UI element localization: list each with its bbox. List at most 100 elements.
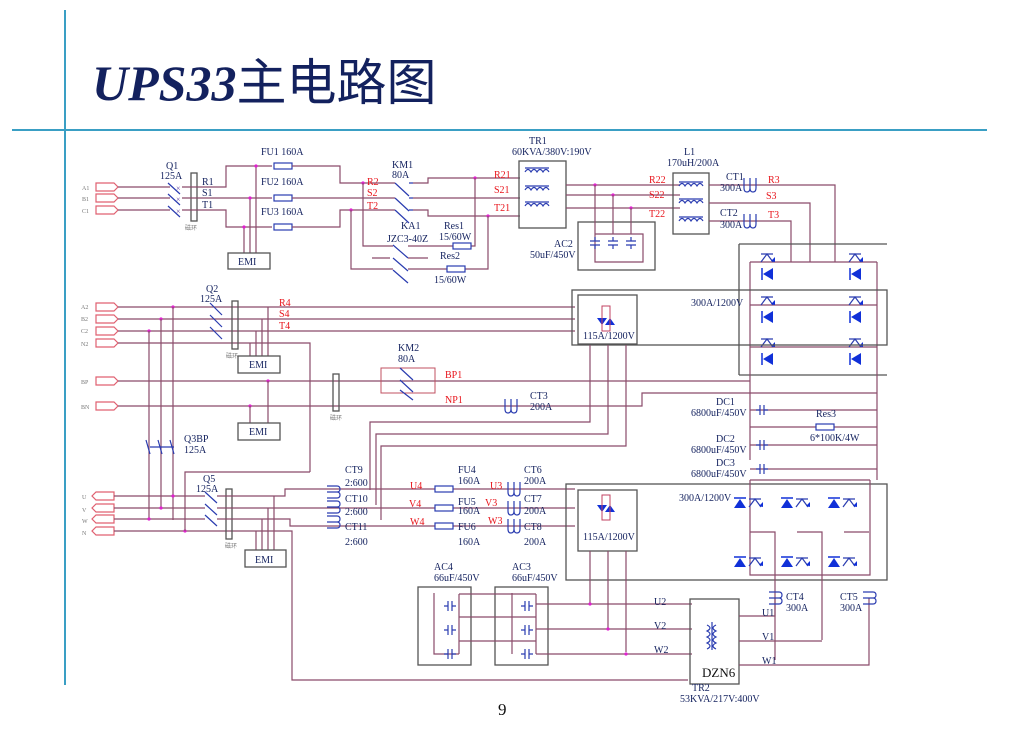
net-s1: S1: [202, 188, 213, 199]
magnetic-ring-1: [190, 172, 198, 222]
ct6-name: CT6: [524, 465, 542, 476]
net-u1: U1: [762, 608, 774, 619]
ka1-name: KA1: [401, 221, 420, 232]
slide-title: UPS33主电路图: [92, 58, 436, 108]
page-number: 9: [498, 700, 507, 719]
magnetic-ring-1-label: 磁环: [185, 224, 197, 232]
mains2-terminals: A2 B2 C2 N2: [81, 302, 119, 348]
km2-rating: 80A: [398, 354, 416, 365]
net-t2: T2: [367, 201, 378, 212]
relay-ka1: KA1 JZC3-40Z: [387, 221, 428, 284]
inv-igbt-rating: 300A/1200V: [679, 493, 732, 504]
ct3-name: CT3: [530, 391, 548, 402]
dc2-rating: 6800uF/450V: [691, 445, 747, 456]
magnetic-ring-3: [332, 373, 340, 412]
rect-diode-5: [849, 310, 862, 324]
net-bp1: BP1: [445, 370, 462, 381]
net-t3: T3: [768, 210, 779, 221]
slide-horizontal-rule: [12, 129, 987, 131]
net-t21: T21: [494, 203, 510, 214]
terminal-b2: [95, 314, 119, 324]
ct11-name: CT11: [345, 522, 367, 533]
inv-igbt-3: [842, 498, 858, 508]
rect-diode-2: [761, 310, 774, 324]
ct8-rating: 200A: [524, 537, 547, 548]
fuse-fu3: [273, 223, 293, 231]
transformer-tr2: DZN6 TR2 53KVA/217V:400V: [680, 598, 760, 705]
res1-rating: 15/60W: [439, 232, 472, 243]
fuse-fu4: [434, 485, 454, 493]
ct4-rating: 300A: [786, 603, 809, 614]
emi-filter-4: [244, 549, 287, 568]
rect-igbt-1: [760, 253, 776, 263]
fu6-name: FU6: [458, 522, 476, 533]
inverter-igbt-bridge: 300A/1200V: [679, 479, 871, 660]
contactor-km1: KM1 80A: [392, 160, 413, 224]
ct5-name: CT5: [840, 592, 858, 603]
svg-text:×: ×: [176, 207, 181, 216]
fu4-name: FU4: [458, 465, 476, 476]
capacitor-bank-ac2: AC2 50uF/450V: [530, 185, 656, 271]
fu5-rating: 160A: [458, 506, 481, 517]
ac4-rating: 66uF/450V: [434, 573, 480, 584]
ka1-model: JZC3-40Z: [387, 234, 428, 245]
ac2-rating: 50uF/450V: [530, 250, 576, 261]
terminal-c1: [95, 205, 119, 215]
tr2-rating: 53KVA/217V:400V: [680, 694, 760, 705]
title-model: UPS33: [92, 55, 237, 111]
terminal-bp: [95, 376, 119, 386]
net-t4: T4: [279, 321, 290, 332]
contactor-km2: KM2 80A: [380, 343, 436, 401]
q2-name: Q2: [206, 284, 218, 295]
net-r21: R21: [494, 170, 511, 181]
rect-igbt-3: [760, 338, 776, 348]
rectifier-igbt-bridge: 300A/1200V: [691, 243, 887, 480]
tr2-tag: DZN6: [702, 665, 736, 680]
ct1-rating: 300A: [720, 183, 743, 194]
inv-diode-2: [780, 497, 794, 509]
inv-diode-5: [780, 556, 794, 568]
terminal-w: [91, 514, 115, 524]
l1-rating: 170uH/200A: [667, 158, 720, 169]
svg-text:×: ×: [176, 184, 181, 193]
ac3-rating: 66uF/450V: [512, 573, 558, 584]
rect-igbt-6: [848, 338, 864, 348]
net-w3: W3: [488, 516, 502, 527]
fuse-fu5: [434, 504, 454, 512]
q1-rating: 125A: [160, 171, 183, 182]
ac2-name: AC2: [554, 239, 573, 250]
terminal-b1: [95, 193, 119, 203]
dc1-name: DC1: [716, 397, 735, 408]
q3bp-rating: 125A: [184, 445, 207, 456]
net-v2: V2: [654, 621, 666, 632]
res3-rating: 6*100K/4W: [810, 433, 860, 444]
magnetic-ring-3-label: 磁环: [330, 414, 342, 422]
inv-igbt-5: [795, 557, 811, 567]
terminal-w-label: W: [82, 519, 88, 525]
rect-igbt-5: [848, 296, 864, 306]
terminal-u-label: U: [82, 495, 87, 501]
magnetic-ring-2: [231, 300, 239, 350]
svg-text:×: ×: [176, 195, 181, 204]
emi-filter-4-label: EMI: [255, 555, 273, 566]
terminal-c2-label: C2: [81, 329, 88, 335]
res2-name: Res2: [440, 251, 460, 262]
net-v3: V3: [485, 498, 497, 509]
terminal-a2-label: A2: [81, 305, 88, 311]
tr2-name: TR2: [692, 683, 710, 694]
ac4-name: AC4: [434, 562, 453, 573]
capacitor-bank-ac4: AC4 66uF/450V: [417, 562, 480, 666]
rect-diode-6: [849, 352, 862, 366]
km1-rating: 80A: [392, 170, 410, 181]
transformer-tr1: TR1 60KVA/380V:190V: [512, 136, 592, 229]
terminal-n: [91, 526, 115, 536]
dc1-rating: 6800uF/450V: [691, 408, 747, 419]
q5-name: Q5: [203, 474, 215, 485]
rect-diode-3: [761, 352, 774, 366]
output-terminals: U V W N: [82, 491, 115, 537]
static-switch-bypass: 115A/1200V: [571, 289, 888, 346]
km2-name: KM2: [398, 343, 419, 354]
l1-name: L1: [684, 147, 695, 158]
net-u2: U2: [654, 597, 666, 608]
